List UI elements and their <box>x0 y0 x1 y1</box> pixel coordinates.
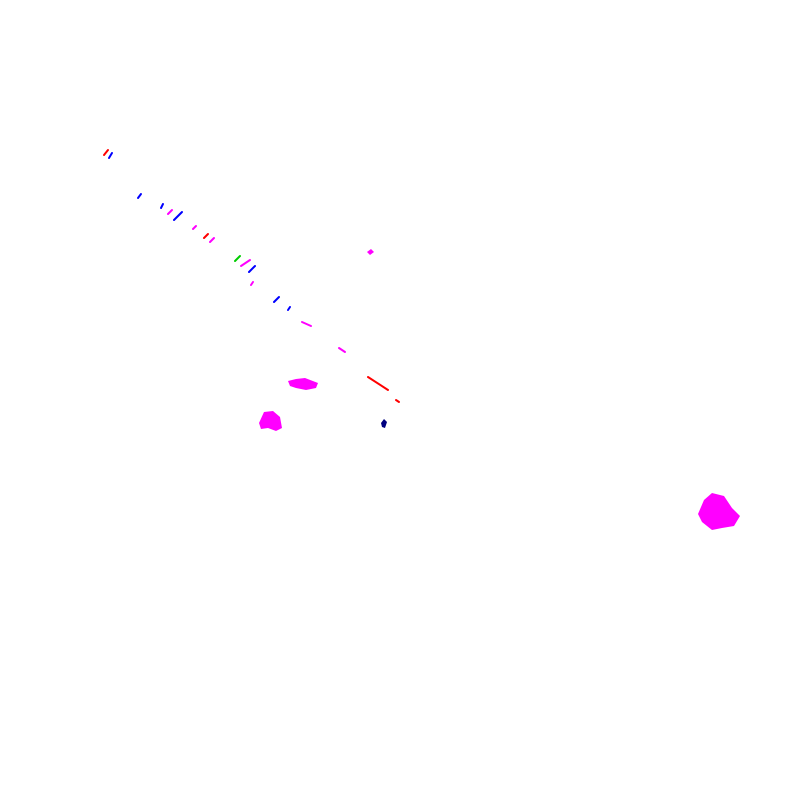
streak-segment-s10 <box>234 255 241 262</box>
blob-b3 <box>367 249 374 255</box>
streak-segment-s19 <box>395 399 400 403</box>
streak-segment-s17 <box>338 347 346 353</box>
streak-segment-s6 <box>173 211 183 221</box>
streak-segment-s16 <box>301 321 312 327</box>
streak-segment-s14 <box>273 296 280 303</box>
streak-segment-s13 <box>250 281 254 286</box>
streak-segment-s1 <box>103 149 109 156</box>
blob-b1 <box>259 411 282 431</box>
streak-segment-s9 <box>209 237 215 243</box>
streak-segment-s2 <box>108 152 113 159</box>
streak-segment-s5 <box>167 209 173 215</box>
streak-segment-s12 <box>248 265 256 273</box>
streak-segment-s8 <box>203 233 209 239</box>
streak-segment-s4 <box>160 203 164 209</box>
streak-segment-s18 <box>367 376 389 391</box>
streak-segment-s7 <box>192 225 197 230</box>
blob-b4 <box>381 419 387 428</box>
blob-b2 <box>288 378 318 390</box>
blob-b5 <box>698 493 740 530</box>
streak-segment-s15 <box>287 306 291 311</box>
streak-segment-s3 <box>137 193 142 199</box>
streak-segment-s11 <box>240 259 251 267</box>
